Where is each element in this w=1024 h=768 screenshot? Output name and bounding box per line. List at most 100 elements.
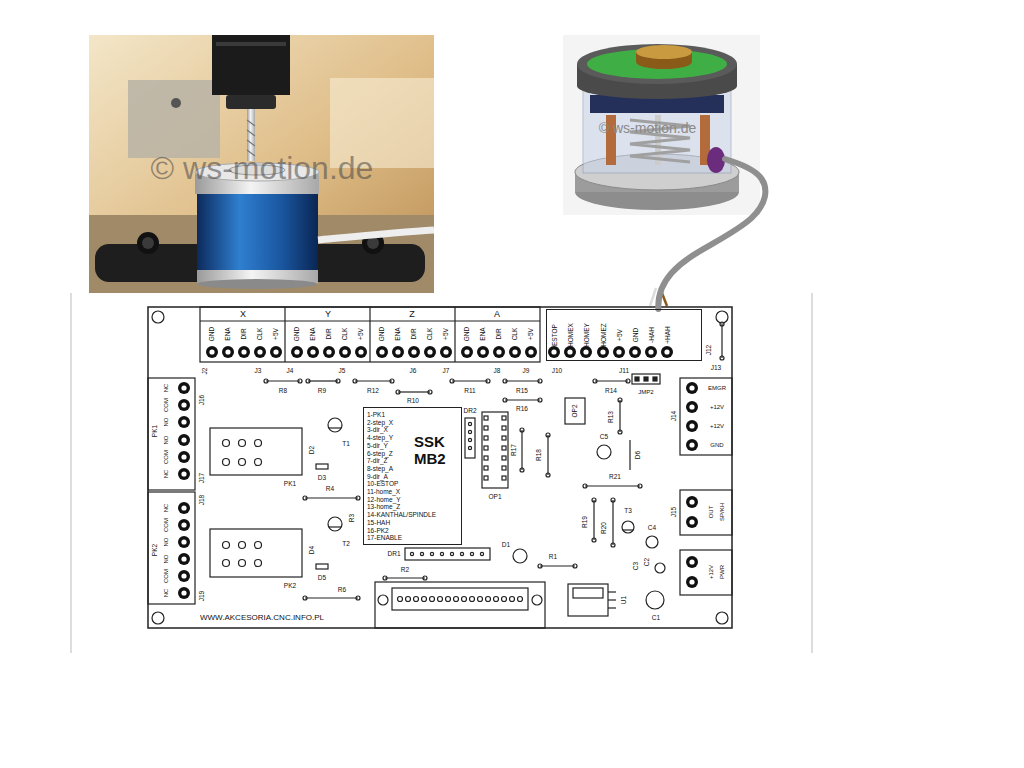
regulator-symbol xyxy=(573,588,603,598)
resistor-symbol xyxy=(505,399,540,400)
terminal-label: +12V xyxy=(708,565,714,579)
screw-terminal xyxy=(376,346,388,358)
screw-terminal xyxy=(206,346,218,358)
idc-connector xyxy=(446,597,451,602)
ic-socket xyxy=(502,456,506,460)
relay-symbol xyxy=(223,459,230,466)
pin-name: 14-KANTHAL/SPINDLE xyxy=(367,511,436,519)
idc-connector xyxy=(392,588,528,610)
resistor-symbol xyxy=(585,485,640,486)
component-label: JMP2 xyxy=(638,389,653,395)
connector-layer xyxy=(658,159,765,309)
pcb-board xyxy=(148,492,195,604)
resistor-symbol xyxy=(385,577,425,578)
resistor-symbol xyxy=(305,597,358,598)
ic-socket xyxy=(484,416,488,420)
pin-name: 7-dir_Z xyxy=(367,457,436,465)
pcb-board xyxy=(716,612,728,624)
resistor-symbol xyxy=(611,498,615,502)
screw-terminal xyxy=(629,346,641,358)
photo xyxy=(137,232,159,254)
pin-label: +5V xyxy=(358,328,365,340)
terminal-label: EMGR xyxy=(708,385,726,391)
connector-label: J12 xyxy=(706,345,713,355)
pcb-board xyxy=(454,307,455,362)
ic-socket xyxy=(502,476,506,480)
resistor-symbol xyxy=(593,500,594,540)
terminal-label: NO xyxy=(163,555,169,564)
screw-terminal xyxy=(477,346,489,358)
pin-header xyxy=(468,446,471,449)
screw-terminal xyxy=(178,399,190,411)
screw-terminal xyxy=(686,556,698,568)
component-label: T2 xyxy=(342,541,350,548)
resistor-symbol xyxy=(619,400,620,432)
pin-name: 2-step_X xyxy=(367,419,436,427)
pin-header xyxy=(470,552,473,555)
pin-label: ENA xyxy=(395,327,402,340)
transistor-symbol xyxy=(328,517,342,531)
pin-label: ENA xyxy=(225,327,232,340)
pcb-board xyxy=(716,311,728,323)
screw-terminal xyxy=(686,382,698,394)
screw-terminal xyxy=(580,346,592,358)
url-text: WWW.AKCESORIA.CNC.INFO.PL xyxy=(200,614,324,622)
pin-label: +5V xyxy=(443,328,450,340)
pin-name: 16-PK2 xyxy=(367,527,436,535)
terminal-label: +12V xyxy=(710,423,724,429)
connector-label: J10 xyxy=(552,368,562,375)
pin-label: +5V xyxy=(528,328,535,340)
pin-label: GND xyxy=(294,327,301,341)
pin-name: 11-home_X xyxy=(367,488,436,496)
resistor-symbol xyxy=(593,379,597,383)
ic-socket xyxy=(484,436,488,440)
pcb-board xyxy=(200,307,540,362)
photo xyxy=(89,35,434,293)
idc-connector xyxy=(438,597,443,602)
resistor-symbol xyxy=(298,379,302,383)
component-label: R19 xyxy=(582,516,589,528)
capacitor-symbol xyxy=(597,445,611,459)
resistor-symbol xyxy=(520,428,524,432)
axis-label: X xyxy=(240,310,246,319)
pcb-board xyxy=(720,322,724,326)
terminal-label: COM xyxy=(163,450,169,464)
pin-label: GND xyxy=(379,327,386,341)
pin-header xyxy=(430,552,433,555)
connector-label: J4 xyxy=(287,368,294,375)
component-label: C1 xyxy=(652,615,660,622)
screw-terminal xyxy=(509,346,521,358)
component-label: R1 xyxy=(549,554,557,561)
idc-connector xyxy=(378,595,388,605)
screw-terminal xyxy=(525,346,537,358)
connector-label: J2 xyxy=(202,368,209,375)
pin-label: DIR xyxy=(241,328,248,339)
idc-connector xyxy=(398,597,403,602)
pin-label: +5V xyxy=(617,329,624,341)
pin-name: 8-step_A xyxy=(367,465,436,473)
screw-terminal xyxy=(355,346,367,358)
component-label: R10 xyxy=(407,398,419,405)
pin-label: ENA xyxy=(310,327,317,340)
pin-label: HOMEY xyxy=(584,323,591,347)
connector-label: J5 xyxy=(339,368,346,375)
component-label: D5 xyxy=(318,575,326,582)
screw-terminal xyxy=(222,346,234,358)
pin-header xyxy=(405,548,490,560)
component-label: R8 xyxy=(279,388,287,395)
sensor-render xyxy=(577,44,737,84)
screw-terminal xyxy=(392,346,404,358)
screw-terminal xyxy=(440,346,452,358)
connector-label: J9 xyxy=(523,368,530,375)
resistor-symbol xyxy=(266,380,300,381)
terminal-label: NC xyxy=(163,384,169,393)
idc-connector xyxy=(375,582,545,628)
photo xyxy=(171,98,181,108)
photo xyxy=(128,80,220,158)
ic-socket xyxy=(502,416,506,420)
screw-terminal xyxy=(178,451,190,463)
relay-symbol xyxy=(223,542,230,549)
photo xyxy=(318,230,434,240)
